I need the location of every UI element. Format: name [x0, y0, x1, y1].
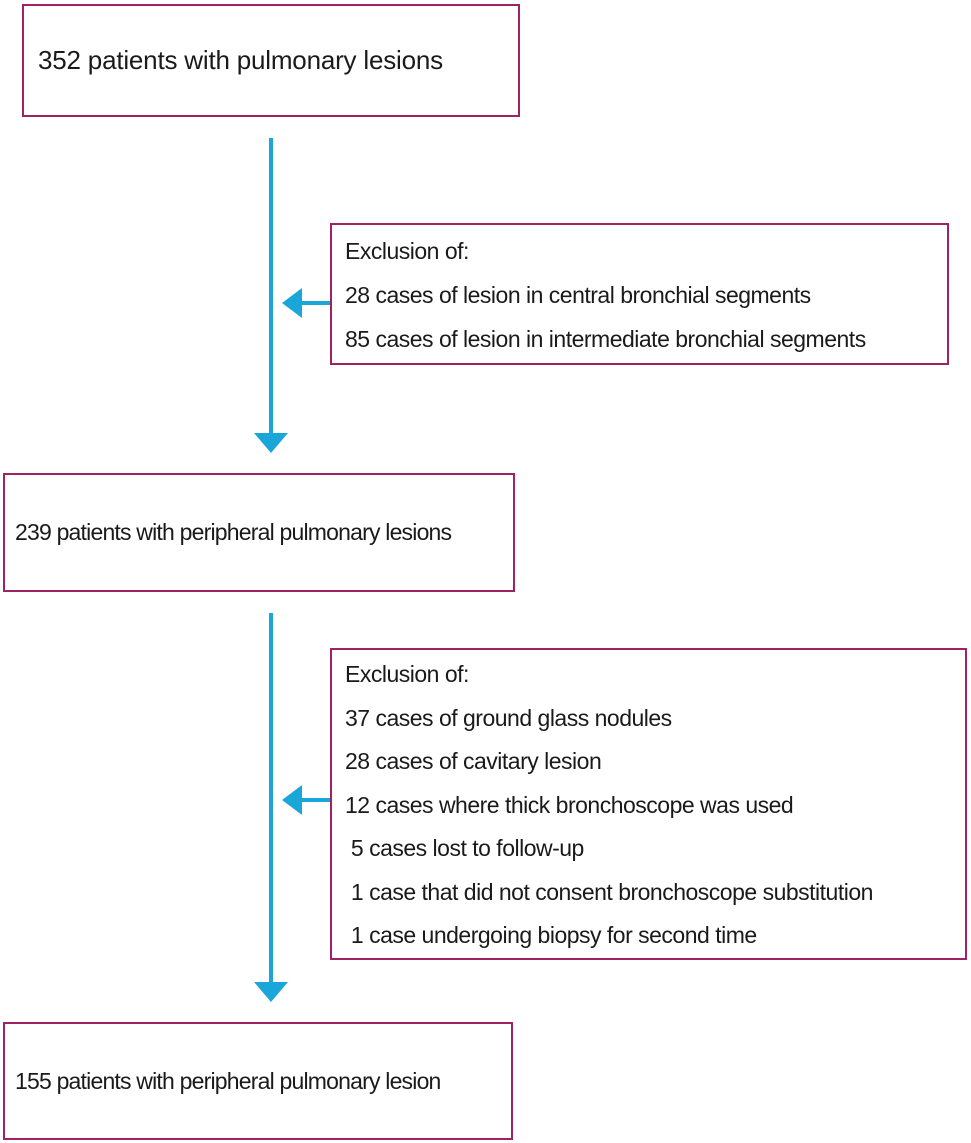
exclusion-box-1: Exclusion of: 28 cases of lesion in cent…	[330, 223, 949, 365]
arrow-left-icon	[282, 785, 302, 815]
exclusion-2-header: Exclusion of:	[345, 661, 469, 687]
exclusion-2-item: 28 cases of cavitary lesion	[345, 748, 602, 774]
flow-arrow-down-1-line	[269, 138, 273, 433]
arrow-down-icon	[254, 982, 288, 1002]
exclusion-2-item: 1 case undergoing biopsy for second time	[345, 922, 757, 948]
middle-box-label: 239 patients with peripheral pulmonary l…	[15, 519, 452, 545]
top-box-label: 352 patients with pulmonary lesions	[38, 45, 443, 75]
exclusion-1-header: Exclusion of:	[345, 238, 469, 264]
exclusion-2-item: 1 case that did not consent bronchoscope…	[345, 878, 874, 905]
exclusion-2-item: 12 cases where thick bronchoscope was us…	[345, 791, 794, 818]
bottom-box-final-cohort: 155 patients with peripheral pulmonary l…	[3, 1022, 513, 1140]
exclusion-2-item: 37 cases of ground glass nodules	[345, 704, 672, 731]
arrow-left-icon	[282, 288, 302, 318]
exclusion-box-2: Exclusion of: 37 cases of ground glass n…	[330, 648, 967, 960]
arrow-down-icon	[254, 433, 288, 453]
flow-arrow-left-1-line	[301, 301, 330, 305]
flow-arrow-left-2-line	[301, 798, 330, 802]
middle-box-peripheral-lesions: 239 patients with peripheral pulmonary l…	[3, 473, 515, 592]
exclusion-1-item: 28 cases of lesion in central bronchial …	[345, 282, 811, 308]
exclusion-1-item: 85 cases of lesion in intermediate bronc…	[345, 326, 866, 352]
flow-arrow-down-2-line	[269, 613, 273, 983]
top-box-pulmonary-lesions: 352 patients with pulmonary lesions	[22, 4, 520, 117]
exclusion-2-item: 5 cases lost to follow-up	[345, 835, 584, 861]
bottom-box-label: 155 patients with peripheral pulmonary l…	[15, 1067, 441, 1094]
